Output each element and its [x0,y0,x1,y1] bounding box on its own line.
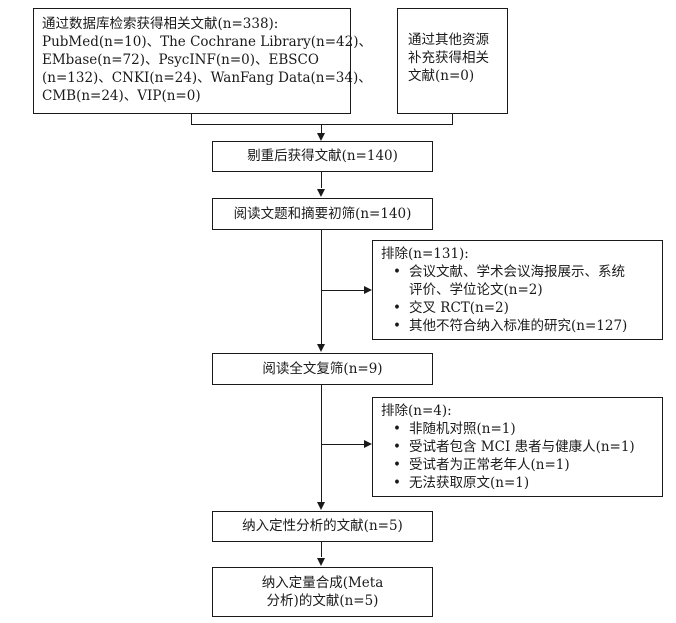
connector-main-4 [321,385,322,502]
connector-main-3 [321,230,322,344]
exclude1-item-1-cont: 评价、学位论文(n=2) [409,282,543,298]
meta-analysis-box: 纳入定量合成(Meta 分析)的文献(n=5) [212,567,433,617]
exclude2-item-3: 受试者为正常老年人(n=1) [381,456,662,474]
db-line-2: PubMed(n=10)、The Cochrane Library(n=42)、 [42,34,372,50]
meta-line-2: 分析)的文献(n=5) [266,593,379,609]
other-sources-box: 通过其他资源 补充获得相关 文献(n=0) [397,8,508,114]
connector-exclude1 [321,290,367,291]
arrow-to-exclude1 [364,286,372,294]
exclude2-item-2: 受试者包含 MCI 患者与健康人(n=1) [381,438,662,456]
fulltext-screen-box: 阅读全文复筛(n=9) [212,353,433,385]
meta-line-1: 纳入定量合成(Meta [261,575,384,591]
database-search-box: 通过数据库检索获得相关文献(n=338): PubMed(n=10)、The C… [33,8,372,114]
connector-main-2 [321,172,322,188]
title-abstract-screen-box: 阅读文题和摘要初筛(n=140) [212,198,433,230]
other-line-2: 补充获得相关 [408,50,489,66]
other-line-1: 通过其他资源 [408,32,489,48]
exclude1-header: 排除(n=131): [381,246,469,262]
exclude2-item-1: 非随机对照(n=1) [381,420,662,438]
connector-merge-horizontal [191,124,453,125]
connector-main-1 [321,124,322,134]
dedup-box: 剔重后获得文献(n=140) [212,141,433,172]
arrow-to-title-screen [317,189,325,197]
exclude1-item-1: 会议文献、学术会议海报展示、系统 [381,263,662,281]
db-line-4: (n=132)、CNKI(n=24)、WanFang Data(n=34)、 [42,70,372,86]
title-screen-text: 阅读文题和摘要初筛(n=140) [233,206,412,222]
exclude2-item-4: 无法获取原文(n=1) [381,474,662,492]
db-line-5: CMB(n=24)、VIP(n=0) [42,88,201,104]
connector-other-down [452,114,453,124]
arrow-to-exclude2 [364,440,372,448]
connector-main-5 [321,542,322,557]
db-line-3: EMbase(n=72)、PsycINF(n=0)、EBSCO [42,52,319,68]
dedup-text: 剔重后获得文献(n=140) [247,148,398,164]
exclude-box-1: 排除(n=131): 会议文献、学术会议海报展示、系统 评价、学位论文(n=2)… [372,240,663,340]
arrow-to-dedup [317,133,325,141]
other-line-3: 文献(n=0) [408,68,475,84]
arrow-to-meta [317,558,325,566]
arrow-to-fulltext [317,344,325,352]
connector-exclude2 [321,444,367,445]
db-line-1: 通过数据库检索获得相关文献(n=338): [42,16,279,32]
fulltext-text: 阅读全文复筛(n=9) [262,361,383,377]
qualitative-text: 纳入定性分析的文献(n=5) [242,518,403,534]
exclude2-header: 排除(n=4): [381,403,452,419]
arrow-to-qualitative [317,502,325,510]
exclude1-item-3: 其他不符合纳入标准的研究(n=127) [381,317,662,335]
qualitative-analysis-box: 纳入定性分析的文献(n=5) [212,511,433,542]
exclude-box-2: 排除(n=4): 非随机对照(n=1) 受试者包含 MCI 患者与健康人(n=1… [372,397,663,497]
connector-db-down [191,114,192,124]
exclude1-item-2: 交叉 RCT(n=2) [381,299,662,317]
